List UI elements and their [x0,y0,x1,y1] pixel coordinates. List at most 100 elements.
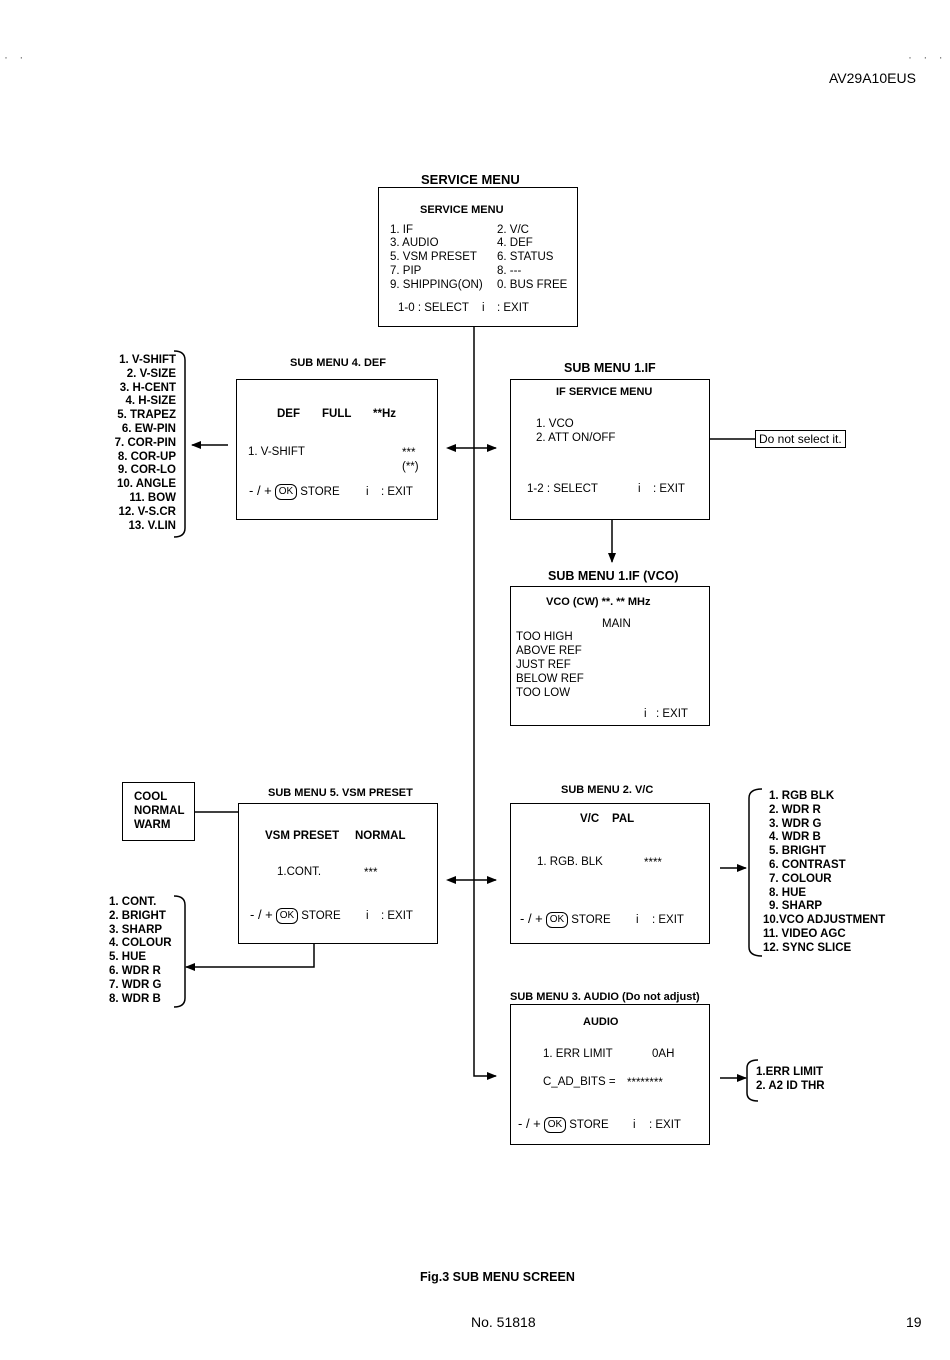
vc-menu-caption: SUB MENU 2. V/C [561,784,654,796]
list-item: 4. COLOUR [109,937,172,950]
def-store-label: STORE [300,486,340,499]
list-item: 6. WDR R [109,964,161,977]
if-menu-box: IF SERVICE MENU 1. VCO 2. ATT ON/OFF 1-2… [510,379,710,520]
vc-item-list: 1. RGB BLK 2. WDR R 3. WDR G 4. WDR B 5.… [763,790,885,956]
list-item: 3. SHARP [109,923,163,936]
vsm-preset-value: NORMAL [355,830,406,842]
audio-menu-box: AUDIO 1. ERR LIMIT 0AH C_AD_BITS = *****… [510,1004,710,1145]
service-item-pip[interactable]: 7. PIP [390,265,422,277]
if-item-vco[interactable]: 1. VCO [536,418,574,430]
def-value-secondary: (**) [402,461,419,473]
service-item-if[interactable]: 1. IF [390,224,414,236]
list-item: 12. SYNC SLICE [763,941,852,954]
list-item: 1. V-SHIFT [119,354,176,366]
list-item: 8. COR-UP [117,450,176,463]
main-trunk-line [473,327,497,1080]
vco-footer-exit: : EXIT [656,708,688,720]
list-item: 2. A2 ID THR [756,1079,825,1092]
audio-menu-caption: SUB MENU 3. AUDIO (Do not adjust) [510,991,700,1003]
list-item: 1. RGB BLK [769,790,835,802]
vco-footer-i-icon: i [644,708,647,720]
service-item-audio[interactable]: 3. AUDIO [390,237,439,249]
service-item-bus-free[interactable]: 0. BUS FREE [497,279,568,291]
vsm-item-cont: 1.CONT. [277,866,322,878]
vc-pal-label: PAL [612,813,635,825]
if-footer-select: 1-2 : SELECT [527,483,598,495]
vco-level-too-low: TOO LOW [516,687,571,699]
def-item-list: 1. V-SHIFT 2. V-SIZE 3. H-CENT 4. H-SIZE… [108,354,176,533]
def-ok-button[interactable]: OK [274,484,298,500]
mode-cool: COOL [134,791,168,803]
service-footer-select: 1-0 : SELECT [398,302,469,314]
vco-level-just-ref: JUST REF [516,659,571,671]
if-menu-title: IF SERVICE MENU [556,386,653,398]
audio-ok-button[interactable]: OK [543,1117,567,1133]
list-item: 2. V-SIZE [126,367,176,380]
service-item-vc[interactable]: 2. V/C [497,224,529,236]
vco-main-label: MAIN [602,618,631,630]
def-label: DEF [277,408,300,420]
service-item-shipping[interactable]: 9. SHIPPING(ON) [390,279,483,291]
vsm-list-bracket [173,895,186,1008]
service-item-def[interactable]: 4. DEF [497,237,533,249]
list-item: 2. BRIGHT [109,909,166,922]
audio-store-label: STORE [569,1119,609,1132]
corner-marks-left: · · [4,50,28,64]
vco-level-above-ref: ABOVE REF [516,645,582,657]
figure-caption: Fig.3 SUB MENU SCREEN [420,1270,575,1284]
list-item: 5. BRIGHT [769,845,826,858]
def-menu-box: DEF FULL **Hz 1. V-SHIFT *** (**) - / +O… [236,379,438,520]
vc-value: **** [644,857,662,869]
audio-exit-label: : EXIT [649,1119,681,1131]
def-list-bracket [173,350,186,538]
page-number: 19 [906,1314,922,1330]
service-item-status[interactable]: 6. STATUS [497,251,554,263]
list-item: 10. ANGLE [116,478,176,491]
vsm-ok-button[interactable]: OK [275,908,299,924]
list-item: 1.ERR LIMIT [756,1066,824,1078]
list-item: 11. BOW [129,491,176,504]
if-item-att[interactable]: 2. ATT ON/OFF [536,432,616,444]
list-item: 2. WDR R [769,803,821,816]
vsm-i-icon: i [366,910,369,922]
mode-warm: WARM [134,818,171,831]
vc-list-bracket [748,788,763,957]
service-item-vsm-preset[interactable]: 5. VSM PRESET [390,251,477,263]
audio-list-bracket [746,1059,759,1102]
def-hz-value: **Hz [373,408,397,420]
list-item: 7. WDR G [109,978,162,991]
vc-store-label: STORE [571,914,611,927]
def-value: *** [402,447,416,459]
def-adjust-label: - / + [249,483,272,499]
audio-err-limit-value: 0AH [652,1048,675,1060]
list-item: 11. VIDEO AGC [763,927,846,940]
vsm-value: *** [364,867,378,879]
list-item: 3. WDR G [769,817,822,830]
audio-item-err-limit: 1. ERR LIMIT [543,1048,613,1060]
list-item: 3. H-CENT [119,381,176,394]
audio-adjust-label: - / + [518,1116,541,1132]
audio-item-list: 1.ERR LIMIT 2. A2 ID THR [756,1066,825,1094]
list-item: 7. COLOUR [769,872,832,885]
audio-menu-title: AUDIO [583,1016,619,1028]
if-footer-i-icon: i [638,483,641,495]
def-i-icon: i [366,486,369,498]
service-item-8[interactable]: 8. --- [497,265,522,277]
audio-bits-value: ******** [627,1077,663,1089]
list-item: 5. TRAPEZ [117,409,176,422]
service-menu-caption: SERVICE MENU [421,172,520,187]
vco-level-below-ref: BELOW REF [516,673,584,685]
list-item: 9. COR-LO [117,464,176,477]
list-item: 6. EW-PIN [121,422,176,435]
audio-i-icon: i [633,1119,636,1131]
list-item: 8. WDR B [109,992,161,1005]
do-not-select-note: Do not select it. [755,430,846,448]
vsm-store-label: STORE [301,910,341,923]
service-footer-exit: : EXIT [497,302,529,314]
list-item: 4. H-SIZE [125,395,176,408]
vc-ok-button[interactable]: OK [545,912,569,928]
